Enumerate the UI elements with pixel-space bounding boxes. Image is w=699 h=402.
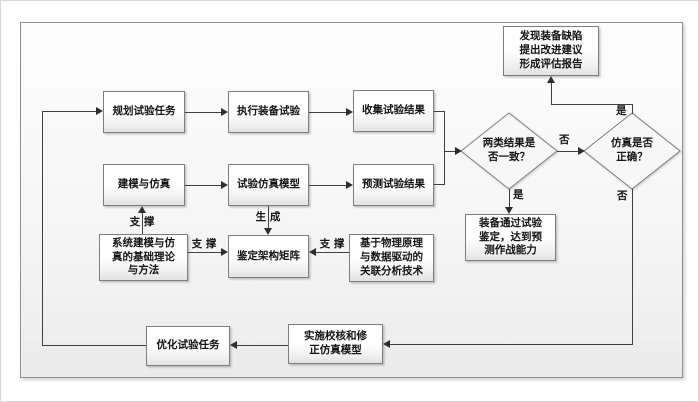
arrowhead-left-icon <box>309 248 316 256</box>
node-equipment-qualified: 装备通过试验 鉴定，达到预 测作战能力 <box>465 214 556 261</box>
connector-theory-modeling <box>142 213 143 234</box>
connector-simmodel-matrix <box>268 206 269 228</box>
edge-label-no-to-sim-check: 否 <box>559 134 570 146</box>
arrowhead-left-icon <box>230 341 237 349</box>
decision-simulation-correct-label: 仿真是否 正确？ <box>611 137 653 163</box>
arrowhead-right-icon <box>578 147 585 155</box>
edge-label-no-to-calibrate: 否 <box>617 190 628 202</box>
connector-left-top <box>42 111 96 112</box>
connector-merge-vertical <box>444 111 445 185</box>
connector-report-horizontal <box>551 104 633 105</box>
node-predict-test-results: 预测试验结果 <box>353 164 434 206</box>
connector-decision1-qualified <box>509 189 510 208</box>
arrowhead-down-icon <box>505 207 513 214</box>
node-modeling-theory: 系统建模与仿 真的基础理论 与方法 <box>99 234 188 281</box>
node-appraisal-architecture-matrix: 鉴定架构矩阵 <box>228 235 309 278</box>
arrowhead-up-icon <box>547 76 555 83</box>
node-plan-test-tasks: 规划试验任务 <box>103 91 185 133</box>
arrowhead-right-icon <box>455 147 462 155</box>
arrowhead-right-icon <box>221 108 228 116</box>
arrowhead-right-icon <box>221 181 228 189</box>
edge-label-support-matrix-right: 支 撑 <box>319 238 345 250</box>
connector-report-vertical <box>551 83 552 104</box>
connector-predict-merge <box>434 184 445 185</box>
decision-results-consistent-label: 两类结果是 否一致？ <box>482 137 536 163</box>
node-modeling-simulation: 建模与仿真 <box>103 164 185 206</box>
edge-label-support-modeling: 支 撑 <box>129 216 155 228</box>
node-optimize-test-tasks: 优化试验任务 <box>146 326 230 366</box>
node-verify-correct-model: 实施校核和修 正仿真模型 <box>288 324 383 364</box>
decision-results-consistent: 两类结果是 否一致？ <box>459 111 559 191</box>
arrowhead-right-icon <box>96 107 103 115</box>
edge-label-yes-to-report: 是 <box>616 105 627 117</box>
connector-analysis-matrix <box>316 252 349 253</box>
node-defect-report: 发现装备缺陷 提出改进建议 形成评估报告 <box>503 26 599 76</box>
connector-decision2-up <box>632 104 633 114</box>
edge-label-generate: 生 成 <box>255 211 281 223</box>
edge-label-yes-qualified: 是 <box>513 189 524 201</box>
arrowhead-down-icon <box>264 228 272 235</box>
connector-decision1-decision2 <box>557 151 579 152</box>
arrowhead-right-icon <box>346 181 353 189</box>
node-correlation-analysis-tech: 基于物理原理 与数据驱动的 关联分析技术 <box>349 234 434 282</box>
connector-calibrate-optimize <box>237 345 288 346</box>
connector-collect-merge <box>434 111 445 112</box>
arrowhead-right-icon <box>221 248 228 256</box>
edge-label-support-matrix-left: 支 撑 <box>191 238 217 250</box>
connector-merge-decision1 <box>444 151 456 152</box>
arrowhead-up-icon <box>138 206 146 213</box>
node-test-simulation-model: 试验仿真模型 <box>228 164 309 206</box>
connector-modeling-simmodel <box>185 185 222 186</box>
arrowhead-left-icon <box>383 340 390 348</box>
connector-decision2-down <box>632 189 633 344</box>
node-execute-equipment-test: 执行装备试验 <box>228 91 309 133</box>
connector-optimize-left <box>42 345 146 346</box>
node-collect-test-results: 收集试验结果 <box>353 90 434 132</box>
connector-left-vertical <box>42 111 43 346</box>
connector-theory-matrix <box>188 252 221 253</box>
connector-feedback-bottom <box>390 344 633 345</box>
connector-execute-collect <box>309 112 347 113</box>
connector-plan-execute <box>185 112 222 113</box>
arrowhead-right-icon <box>346 108 353 116</box>
connector-simmodel-predict <box>309 185 347 186</box>
decision-simulation-correct: 仿真是否 正确？ <box>582 111 682 191</box>
